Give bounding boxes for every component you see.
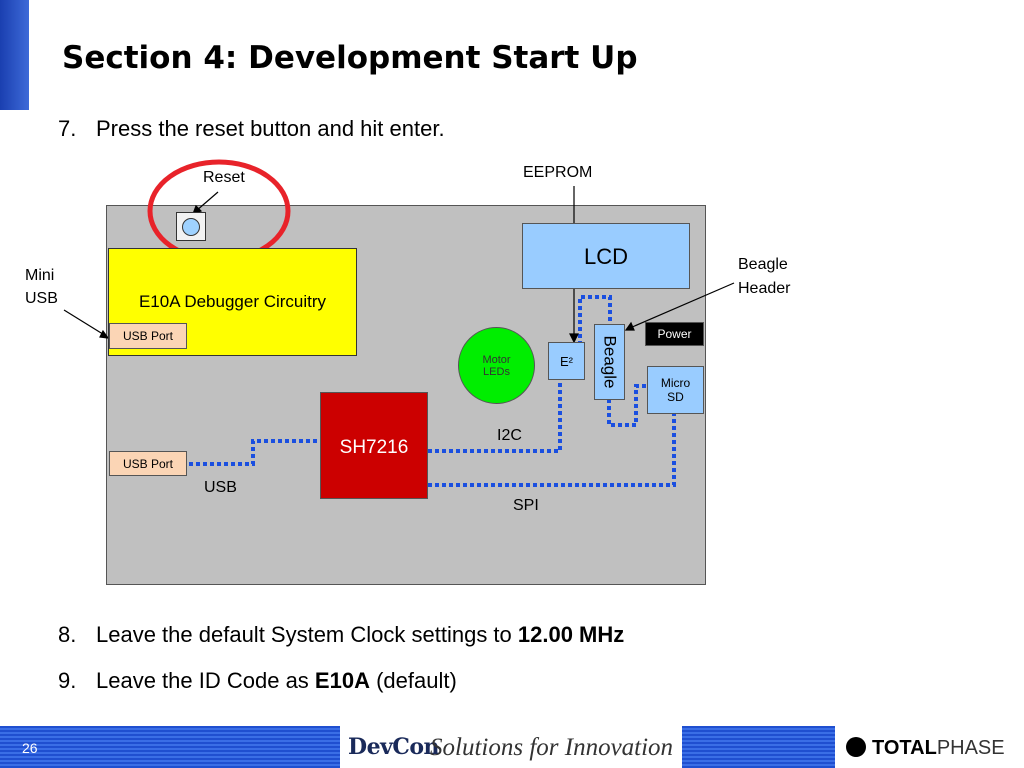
lcd-eeprom-line [578,295,612,345]
beagle-header-label-line2: Header [738,280,791,297]
micro-sd-line2: SD [667,390,684,404]
mini-usb-label-line2: USB [25,290,58,307]
usb-label: USB [204,479,237,496]
step-bold-value: 12.00 MHz [517,622,625,647]
step-9: 9. Leave the ID Code as E10A (default) [58,668,457,694]
brand-total: TOTAL [872,737,937,759]
eeprom-chip-label: E² [560,353,573,369]
mcu-label: SH7216 [339,437,409,458]
step-suffix: (default) [369,668,457,693]
step-number: 8. [58,622,77,647]
beagle-header: Beagle [594,324,625,400]
beagle-header-arrow [629,282,735,329]
lcd-block: LCD [522,223,690,289]
lcd-label: LCD [583,244,628,269]
step-bold-value: E10A [314,668,370,693]
usb-port-top-label: USB Port [122,329,173,343]
micro-sd-line1: Micro [660,376,691,390]
usb-port-bottom-label: USB Port [122,456,173,471]
footer-stripe-right [682,726,835,768]
totalphase-logo: TOTALPHASE [846,737,1005,760]
eeprom-label: EEPROM [523,164,593,181]
usb-port-top: USB Port [109,323,187,349]
step-number: 7. [58,116,77,141]
accent-bar [0,0,29,110]
beagle-sd-line [607,384,648,427]
devcon-logo: DevCon [348,734,440,760]
mcu-block: SH7216 [320,392,428,499]
footer: 26 DevCon Solutions for Innovation TOTAL… [0,726,1024,768]
usb-bus-line [189,439,320,466]
reset-button [176,212,206,241]
usb-port-bottom: USB Port [109,451,187,476]
bus-lines [63,159,735,487]
mini-usb-label-line1: Mini [25,267,55,284]
step-7: 7. Press the reset button and hit enter. [58,116,445,142]
beagle-label: Beagle [600,335,620,389]
power-block: Power [645,322,704,346]
step-text: Press the reset button and hit enter. [96,116,445,141]
micro-sd: Micro SD [647,366,704,414]
debugger-label: E10A Debugger Circuitry [138,292,327,311]
page-number: 26 [22,740,38,756]
reset-arrow [195,191,219,212]
totalphase-logo-icon [846,737,866,757]
step-text: Leave the ID Code as [96,668,315,693]
step-8: 8. Leave the default System Clock setting… [58,622,624,648]
motor-leds-line1: Motor [482,353,511,366]
spi-bus-line [428,414,676,487]
brand-phase: PHASE [936,737,1005,759]
eeprom-chip: E² [548,342,585,380]
step-number: 9. [58,668,77,693]
mini-usb-arrow [63,309,107,337]
step-text: Leave the default System Clock settings … [96,622,518,647]
footer-stripe-left [0,726,340,768]
reset-label: Reset [203,169,245,186]
i2c-bus-line [428,380,562,453]
spi-label: SPI [513,497,539,514]
motor-leds-line2: LEDs [483,365,510,378]
tagline: Solutions for Innovation [430,734,674,761]
i2c-label: I2C [497,427,522,444]
beagle-header-label-line1: Beagle [738,256,788,273]
page-title: Section 4: Development Start Up [62,40,638,76]
power-label: Power [657,327,692,341]
reset-button-icon [182,217,200,236]
motor-leds: Motor LEDs [458,327,535,404]
